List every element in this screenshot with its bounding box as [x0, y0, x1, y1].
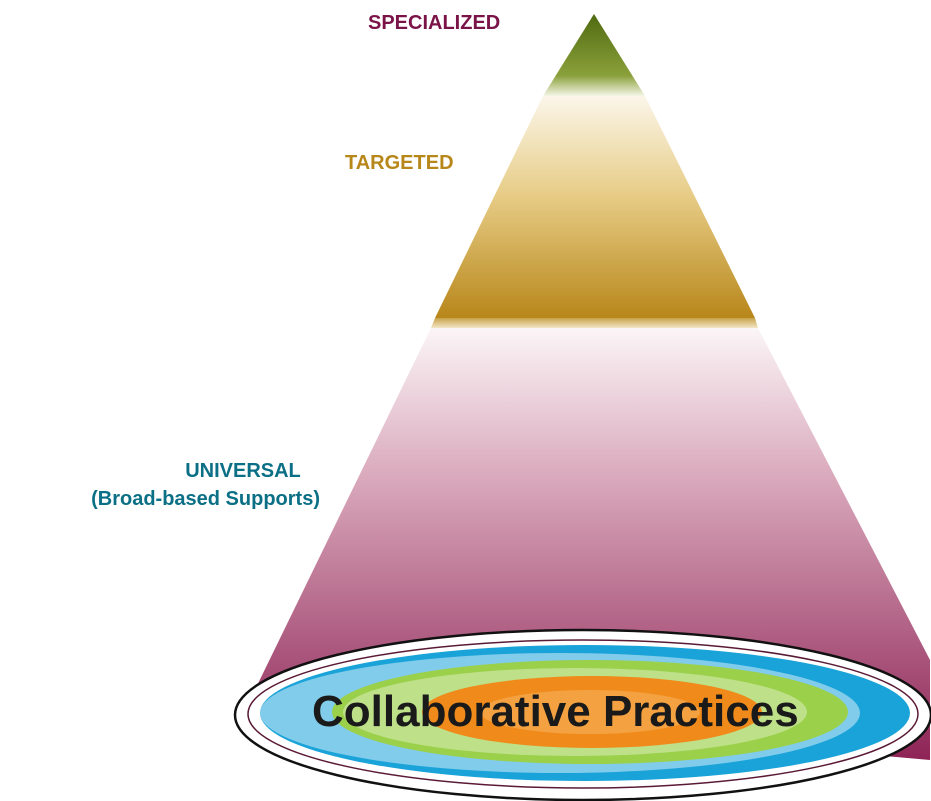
label-specialized: SPECIALIZED — [368, 12, 501, 34]
tier-targeted — [435, 96, 755, 318]
base-ellipse — [233, 628, 931, 801]
label-collaborative-practices: Collaborative Practices — [312, 687, 799, 736]
label-universal: UNIVERSAL — [185, 460, 301, 482]
label-universal-sublabel: (Broad-based Supports) — [91, 488, 320, 510]
label-targeted: TARGETED — [345, 152, 454, 174]
tier-specialized — [543, 14, 645, 96]
tier-targeted-band — [431, 318, 758, 328]
